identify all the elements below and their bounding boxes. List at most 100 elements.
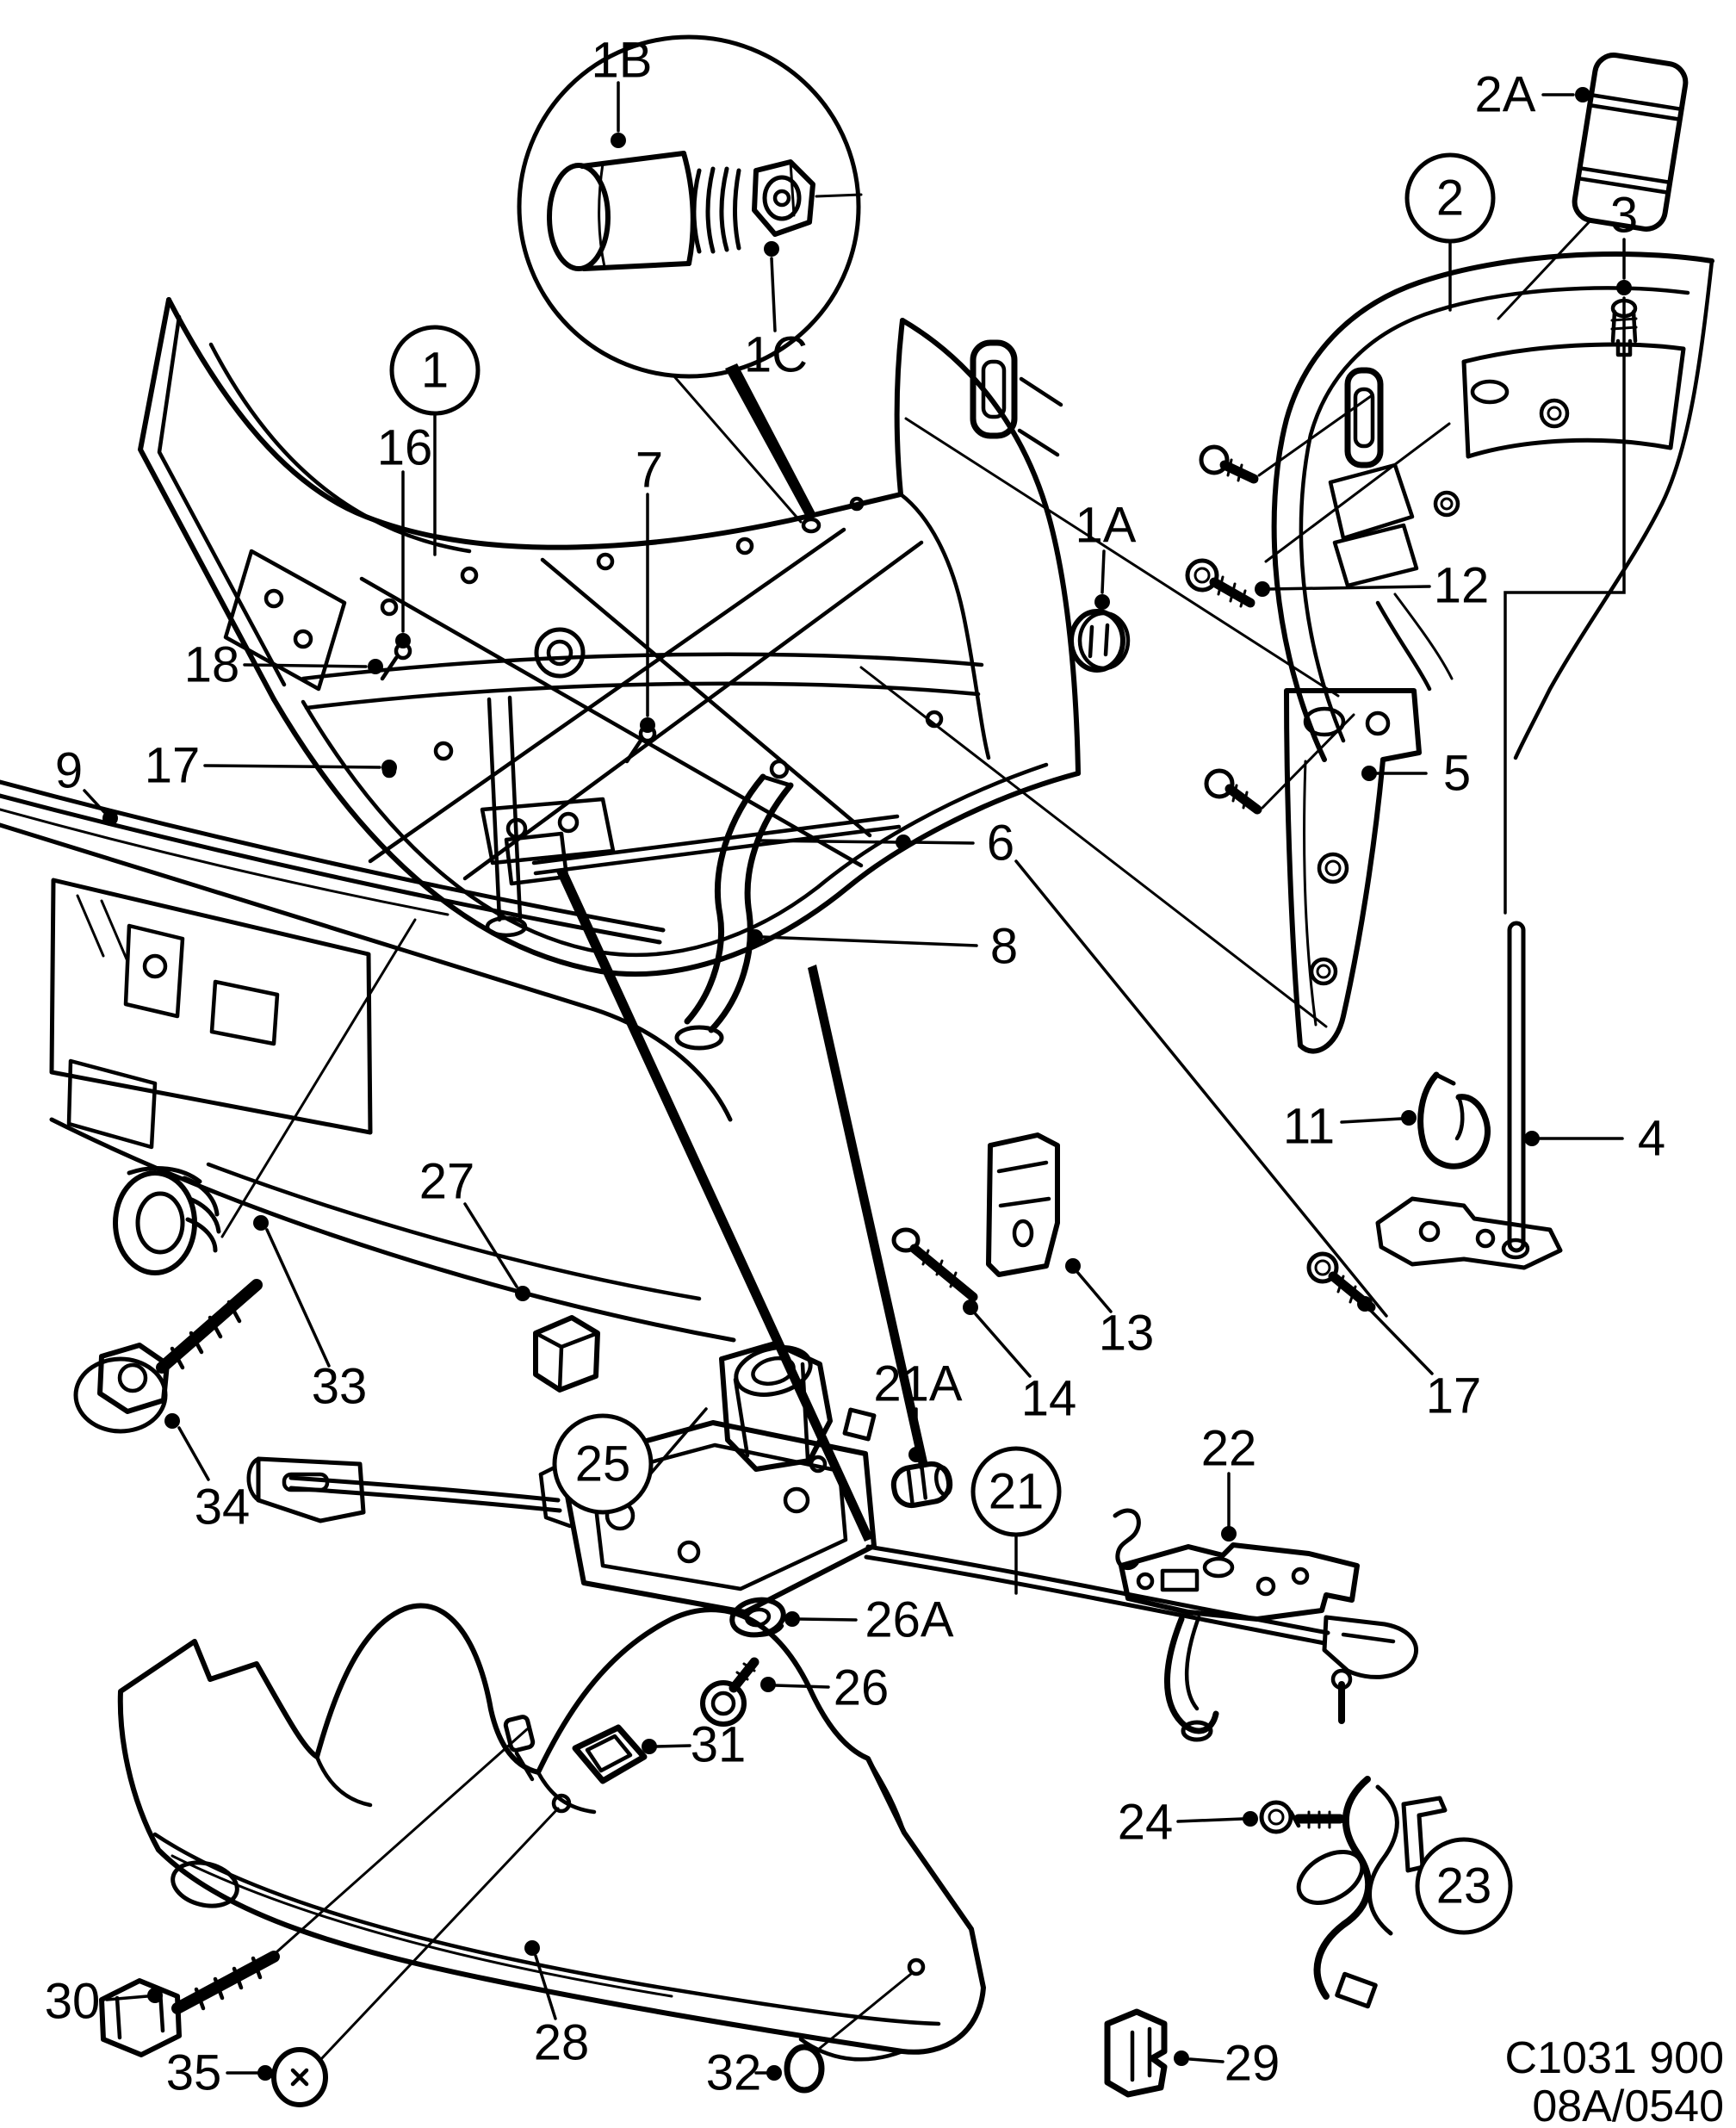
insert-33 — [113, 1166, 221, 1275]
clip-29 — [1104, 2008, 1168, 2098]
pad-2A-pointer — [1497, 218, 1593, 320]
callout-26: 26 — [760, 1660, 889, 1716]
mount-tab — [503, 1715, 536, 1782]
leader-dot-27 — [515, 1286, 530, 1301]
callout-23: 23 — [1415, 1837, 1513, 1935]
leader-dot-1C — [764, 241, 779, 257]
callout-label-8: 8 — [990, 919, 1018, 975]
callout-34: 34 — [164, 1413, 250, 1536]
callout-label-34: 34 — [195, 1480, 251, 1536]
callout-label-12: 12 — [1434, 558, 1490, 614]
leader-line-18 — [243, 663, 368, 668]
callout-28: 28 — [524, 1940, 589, 2071]
callout-32: 32 — [706, 2045, 782, 2101]
leader-dot-1B — [611, 133, 626, 148]
callout-16: 16 — [377, 420, 433, 648]
callout-25: 25 — [552, 1407, 708, 1515]
callout-1C: 1C — [744, 241, 808, 383]
cable-bundle-23 — [1296, 1776, 1448, 2009]
callout-label-1A: 1A — [1076, 498, 1137, 554]
pad-2A — [1572, 53, 1689, 232]
callout-label-24: 24 — [1118, 1795, 1174, 1851]
callout-6: 6 — [758, 816, 1388, 1318]
callout-31: 31 — [642, 1717, 746, 1773]
leader-dot-17-left — [381, 760, 397, 775]
callout-5: 5 — [1361, 746, 1471, 802]
leader-line-3 — [1504, 296, 1626, 915]
leader-line-13 — [1076, 1270, 1113, 1313]
callout-label-14: 14 — [1021, 1371, 1077, 1427]
leader-line-30 — [105, 1995, 149, 2001]
support-leg-8 — [674, 773, 794, 1051]
leader-dot-22 — [1221, 1526, 1237, 1542]
callout-label-23: 23 — [1436, 1858, 1492, 1914]
callout-label-5: 5 — [1443, 746, 1471, 802]
leader-dot-29 — [1174, 2050, 1189, 2066]
callout-circle-2 — [1404, 152, 1496, 244]
leader-dot-1A — [1094, 594, 1110, 610]
leader-line-6 — [1014, 859, 1388, 1318]
leader-dot-17-right — [1357, 1296, 1373, 1312]
screw-upper — [1199, 394, 1373, 484]
callout-label-26A: 26A — [865, 1592, 954, 1648]
hinge-pointer-line-2 — [859, 666, 1328, 1028]
insert-pointer-line — [220, 918, 417, 1238]
bolt-34 — [73, 1279, 263, 1434]
callout-label-9: 9 — [55, 743, 83, 799]
callout-3: 3 — [1504, 188, 1638, 915]
callout-2A: 2A — [1475, 67, 1590, 123]
leader-line-12 — [1268, 585, 1431, 591]
hinge-pointer-line-1 — [904, 417, 1340, 698]
revision-code: 08A/0540 — [1532, 2081, 1724, 2128]
leader-dot-33 — [253, 1215, 269, 1231]
callout-circle-23 — [1415, 1837, 1513, 1935]
oring-32 — [784, 1972, 913, 2094]
leader-line-1A — [1100, 549, 1106, 594]
leader-line-9 — [83, 789, 106, 814]
leader-dot-11 — [1401, 1110, 1417, 1126]
callout-35: 35 — [166, 2045, 273, 2101]
leader-dot-26A — [784, 1611, 800, 1627]
lid-hinge-strap — [970, 339, 1018, 439]
leader-dot-14 — [963, 1300, 978, 1315]
callout-11: 11 — [1283, 1099, 1417, 1155]
callout-33: 33 — [253, 1215, 367, 1415]
leader-dot-5 — [1361, 766, 1377, 781]
buckle-31 — [572, 1724, 648, 1784]
panel-hinge-strap — [1344, 367, 1384, 468]
callout-label-21A: 21A — [873, 1356, 963, 1412]
callout-18: 18 — [184, 637, 383, 693]
leader-line-33 — [265, 1228, 331, 1368]
callout-label-16: 16 — [377, 420, 433, 476]
quarter-panel — [1271, 251, 1714, 762]
callout-label-35: 35 — [166, 2045, 222, 2101]
leader-line-14 — [974, 1312, 1032, 1378]
callout-label-26: 26 — [834, 1660, 890, 1716]
leader-dot-21A — [908, 1447, 924, 1462]
callout-13: 13 — [1065, 1258, 1154, 1362]
callout-label-17-right: 17 — [1426, 1368, 1482, 1424]
leader-line-29 — [1188, 2057, 1224, 2063]
pin-14 — [891, 1227, 978, 1302]
callout-circle-21 — [970, 1446, 1062, 1537]
screw-12 — [1185, 422, 1451, 608]
leader-line-11 — [1340, 1117, 1403, 1124]
callout-label-22: 22 — [1201, 1421, 1257, 1477]
leader-dot-31 — [642, 1739, 657, 1754]
leader-dot-8 — [747, 929, 763, 945]
leader-dot-4 — [1524, 1131, 1540, 1146]
callout-circle-25 — [552, 1413, 654, 1515]
callout-label-21: 21 — [989, 1464, 1045, 1520]
callout-label-2A: 2A — [1475, 67, 1536, 123]
callout-12: 12 — [1255, 558, 1489, 614]
leader-line-27 — [463, 1202, 518, 1288]
leader-dot-7 — [640, 717, 655, 733]
leader-dot-32 — [766, 2065, 782, 2081]
trunk-lid — [138, 297, 1081, 977]
striker-bracket — [1375, 1196, 1563, 1270]
cube-27 — [533, 1315, 600, 1393]
callout-label-18: 18 — [184, 637, 240, 693]
callout-label-29: 29 — [1224, 2036, 1280, 2092]
